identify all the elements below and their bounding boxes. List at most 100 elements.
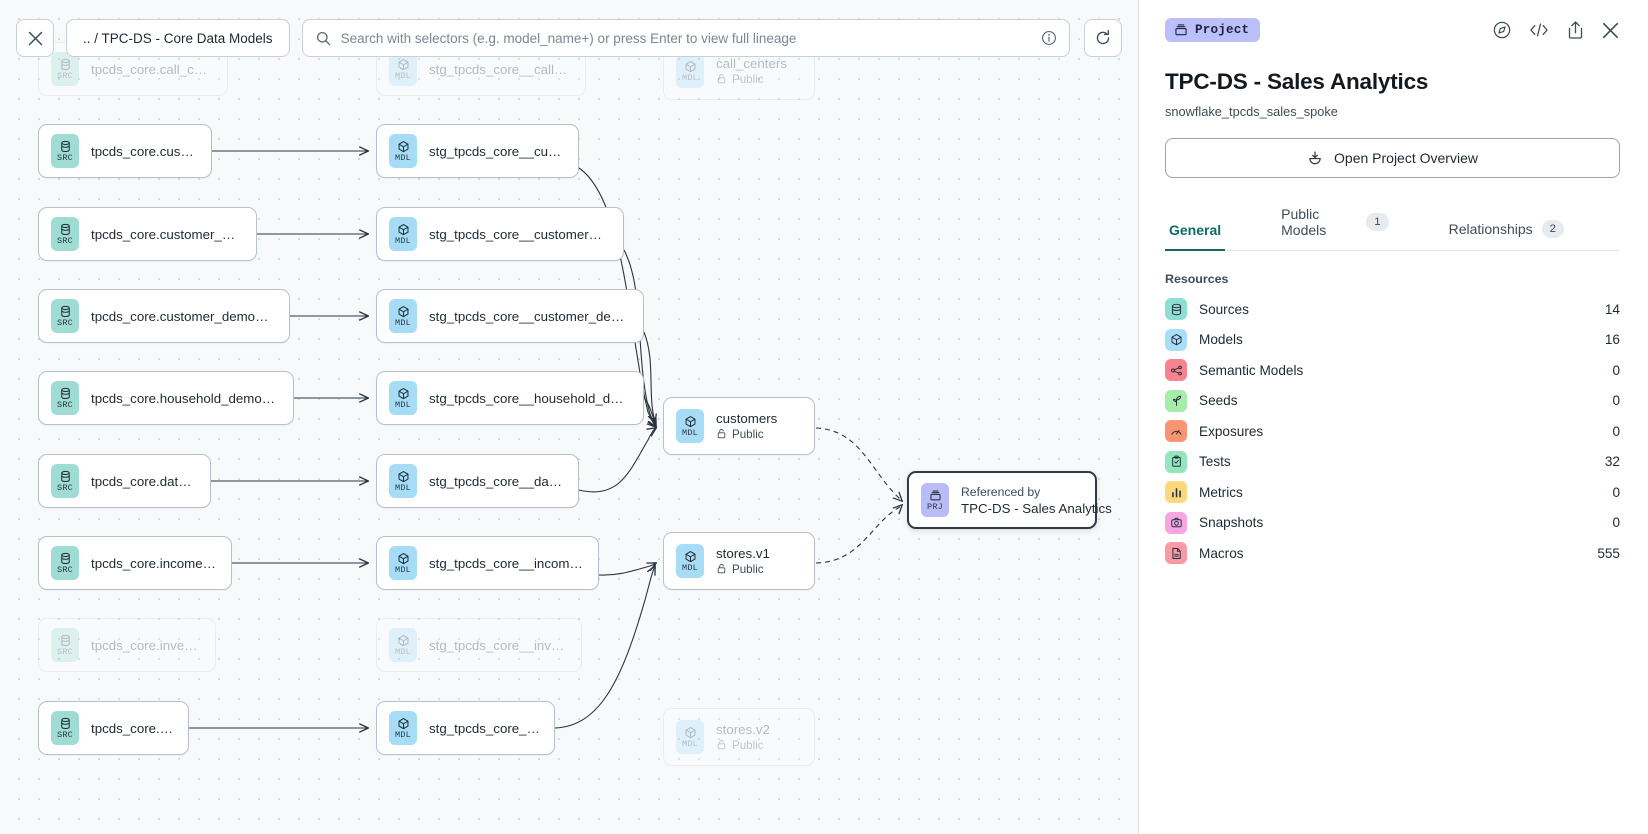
resource-label: Semantic Models [1199, 362, 1304, 378]
code-icon[interactable] [1528, 20, 1550, 40]
lineage-node[interactable]: SRC tpcds_core.store [38, 701, 189, 755]
lineage-node-name: stg_tpcds_core__date_dim [429, 473, 564, 489]
resource-label: Models [1199, 332, 1243, 348]
gauge-icon [1165, 420, 1187, 443]
resource-label: Exposures [1199, 423, 1264, 439]
resource-count: 16 [1604, 332, 1620, 348]
tab-general[interactable]: General [1165, 216, 1226, 251]
mdl-badge-icon: MDL [389, 381, 417, 415]
lineage-node-text: stg_tpcds_core__inventory [429, 638, 567, 653]
explore-icon[interactable] [1492, 20, 1512, 40]
detail-panel: Project [1139, 0, 1648, 834]
lineage-node-text: stg_tpcds_core__income_band [429, 556, 584, 571]
src-badge-icon: SRC [51, 711, 79, 745]
src-badge-icon: SRC [51, 52, 79, 86]
page-title: TPC-DS - Sales Analytics [1165, 69, 1429, 94]
close-lineage-button[interactable] [16, 19, 54, 57]
lock-icon [716, 739, 727, 753]
search-input[interactable]: Search with selectors (e.g. model_name+)… [301, 19, 1070, 57]
open-project-overview-button[interactable]: Open Project Overview [1165, 138, 1620, 178]
lock-icon [716, 428, 727, 442]
tab-count-badge: 1 [1366, 213, 1389, 231]
lineage-node-text: tpcds_core.inventory [91, 638, 201, 653]
camera-icon [1165, 511, 1187, 534]
resource-label: Tests [1199, 454, 1231, 470]
lineage-node-name: tpcds_core.store [91, 720, 174, 736]
resource-count: 0 [1612, 484, 1620, 500]
prj-badge-icon: PRJ [921, 483, 949, 517]
lineage-node-text: tpcds_core.date_dim [91, 474, 196, 489]
lineage-node-name: TPC-DS - Sales Analytics [961, 500, 1112, 516]
cube-icon [1165, 328, 1187, 351]
database-icon [1165, 298, 1187, 321]
lineage-node-name: stores.v1 [716, 545, 770, 561]
search-placeholder: Search with selectors (e.g. model_name+)… [340, 30, 797, 46]
lineage-node[interactable]: MDL stg_tpcds_core__household_demogr… [376, 371, 644, 425]
lineage-node-text: tpcds_core.income_band [91, 556, 217, 571]
resource-row[interactable]: Models 16 [1165, 325, 1620, 356]
tab-public-models[interactable]: Public Models 1 [1277, 200, 1392, 251]
close-icon[interactable] [1601, 21, 1620, 40]
search-icon [316, 31, 330, 45]
lineage-node-name: tpcds_core.inventory [91, 637, 201, 653]
lineage-node[interactable]: SRC tpcds_core.customer_address [38, 207, 257, 261]
tab-label: General [1169, 222, 1222, 238]
resource-type-chip: Project [1165, 18, 1261, 42]
lineage-node[interactable]: SRC tpcds_core.inventory [38, 618, 216, 672]
share-icon[interactable] [1566, 20, 1585, 40]
tab-label: Public Models [1281, 206, 1327, 238]
mdl-badge-icon: MDL [389, 134, 417, 168]
breadcrumb[interactable]: .. / TPC-DS - Core Data Models [66, 19, 290, 57]
download-target-icon [1309, 151, 1321, 165]
lineage-node[interactable]: MDL stg_tpcds_core__customer_address [376, 207, 624, 261]
lineage-node-access: Public [716, 739, 770, 753]
mdl-badge-icon: MDL [676, 54, 704, 88]
lock-icon [716, 73, 727, 87]
lineage-node-text: stg_tpcds_core__date_dim [429, 474, 564, 489]
lineage-node-text: stg_tpcds_core__customer_address [429, 227, 609, 242]
refresh-button[interactable] [1084, 19, 1122, 57]
lineage-node-text: tpcds_core.customer_address [91, 227, 242, 242]
lineage-node-name: stg_tpcds_core__household_demogr… [429, 390, 629, 406]
resource-count: 0 [1612, 393, 1620, 409]
lineage-node-text: tpcds_core.customer_demographics [91, 309, 275, 324]
chip-label: Project [1195, 23, 1250, 37]
src-badge-icon: SRC [51, 628, 79, 662]
src-badge-icon: SRC [51, 217, 79, 251]
panel-header: Project [1165, 18, 1620, 42]
lineage-node[interactable]: MDLstg_tpcds_core__customer_demogra… [376, 289, 644, 343]
info-icon[interactable] [1041, 30, 1057, 46]
lineage-node-access: Public [716, 428, 777, 442]
file-icon [1165, 542, 1187, 565]
mdl-badge-icon: MDL [389, 217, 417, 251]
lineage-node-name: tpcds_core.customer_address [91, 226, 242, 242]
lineage-node-name: tpcds_core.household_demographics [91, 390, 279, 406]
